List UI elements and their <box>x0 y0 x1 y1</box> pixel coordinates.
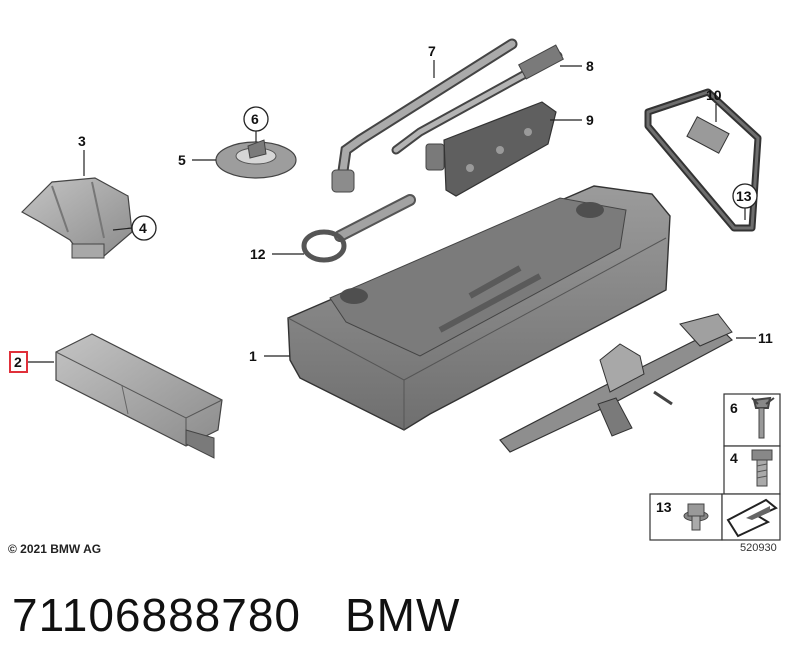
part-7-wrench <box>331 38 518 193</box>
part-8-rod <box>391 44 564 171</box>
callout-4-circle <box>131 215 157 241</box>
callout-11: 11 <box>758 330 773 346</box>
bolt-icon <box>751 449 773 487</box>
part-11-jack <box>499 313 733 453</box>
part-9-plate <box>443 101 557 197</box>
callout-8: 8 <box>586 58 594 74</box>
callout-10: 10 <box>706 87 722 103</box>
part-10-strap <box>644 88 762 232</box>
leader-lines <box>28 60 756 363</box>
part-2-case <box>55 333 223 459</box>
flange-nut-icon <box>683 503 709 531</box>
callout-13-circle <box>732 183 758 209</box>
callout-12: 12 <box>250 246 266 262</box>
legend-label-13: 13 <box>656 499 672 515</box>
fastener-legend: 6 4 13 <box>649 393 781 541</box>
part-number-footer: 71106888780 BMW <box>12 588 460 642</box>
callout-2-highlight <box>9 351 28 373</box>
part-1-tray <box>287 185 671 431</box>
callout-4: 4 <box>139 220 147 236</box>
callout-3: 3 <box>78 133 86 149</box>
callout-9: 9 <box>586 112 594 128</box>
drawing-number: 520930 <box>740 542 777 554</box>
part-number: 71106888780 <box>12 589 301 641</box>
callout-1: 1 <box>249 348 257 364</box>
legend-label-6: 6 <box>730 400 738 416</box>
callout-13: 13 <box>736 188 752 204</box>
callout-6: 6 <box>251 111 259 127</box>
callout-7: 7 <box>428 43 436 59</box>
callout-2: 2 <box>14 354 22 370</box>
brand-name: BMW <box>345 589 461 641</box>
part-12-eye-bolt <box>301 194 416 263</box>
wing-nut-icon <box>751 396 775 439</box>
legend-label-4: 4 <box>730 450 738 466</box>
callout-5: 5 <box>178 152 186 168</box>
callout-6-circle <box>243 106 269 132</box>
direction-arrow-icon <box>726 498 778 538</box>
copyright-notice: © 2021 BMW AG <box>8 542 102 556</box>
part-3-bracket <box>21 177 133 259</box>
part-5-ring <box>215 139 297 179</box>
